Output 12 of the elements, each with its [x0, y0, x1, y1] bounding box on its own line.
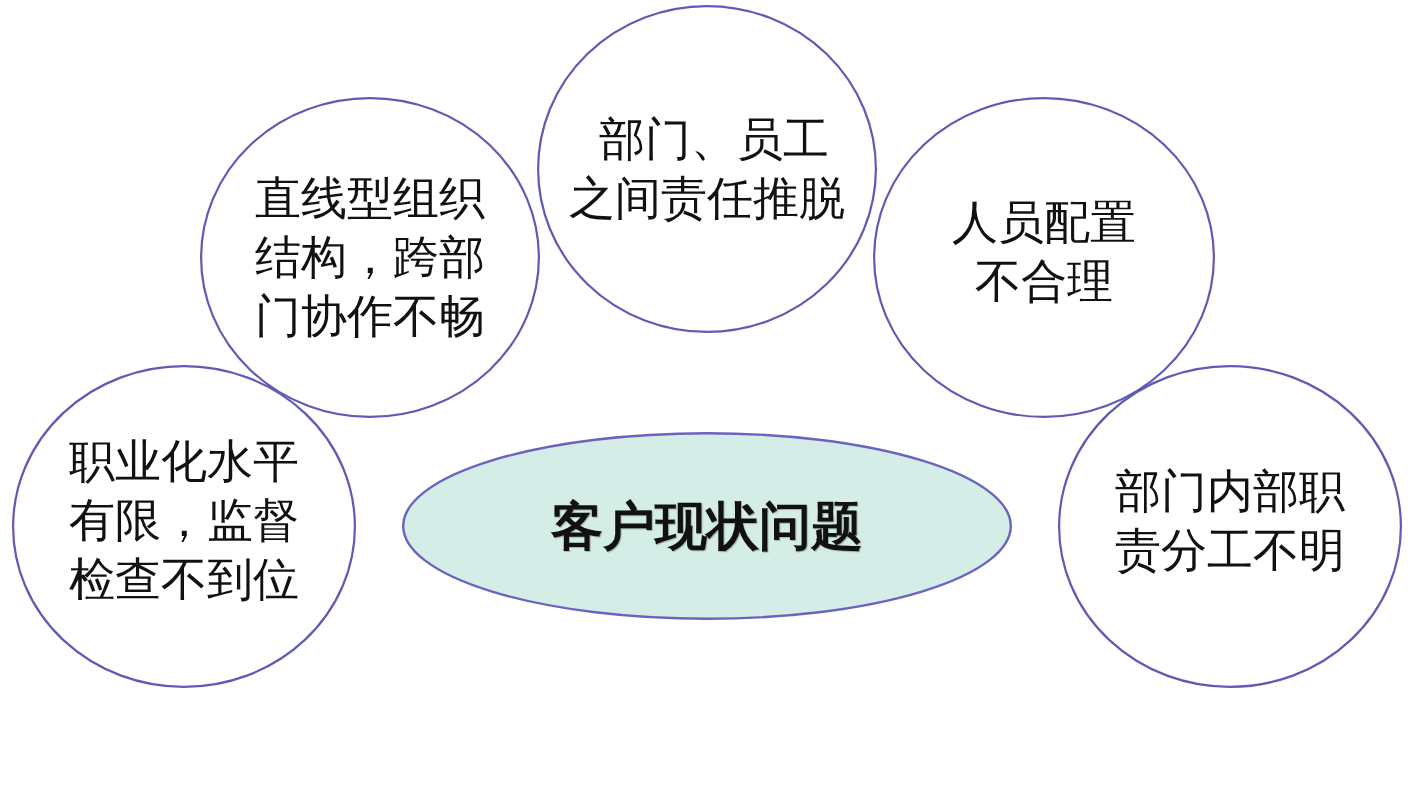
issue-text: 直线型组织结构，跨部门协作不畅	[254, 170, 486, 345]
issue-circle	[873, 97, 1215, 418]
issue-text: 职业化水平有限，监督检查不到位	[68, 433, 300, 608]
issue-circle	[200, 97, 540, 418]
topic-text: 客户现状问题	[550, 496, 864, 556]
issue-text: 部门、员工之间责任推脱	[568, 111, 846, 227]
issue-circle	[12, 365, 356, 688]
issue-circle	[1058, 365, 1402, 688]
topic-ellipse	[402, 432, 1012, 620]
issue-text: 人员配置不合理	[951, 193, 1137, 310]
issue-circle	[537, 5, 877, 333]
issue-text: 部门内部职责分工不明	[1114, 462, 1346, 579]
